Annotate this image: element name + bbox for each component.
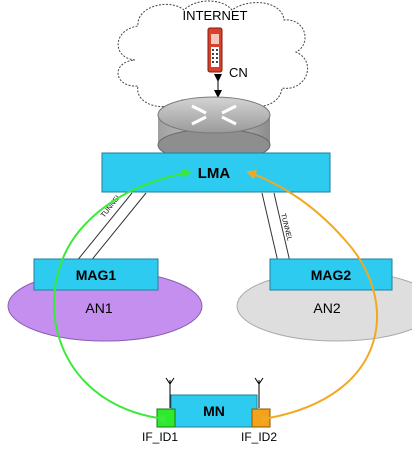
binding-arrow-orange — [246, 170, 378, 425]
mag2-label: MAG2 — [311, 267, 352, 283]
interface-2 — [251, 408, 271, 428]
mn-label: MN — [203, 403, 225, 419]
lma-box — [101, 152, 331, 193]
tunnel-right-label: TUNNEL — [279, 213, 293, 242]
router-icon — [157, 96, 271, 162]
cn-label: CN — [229, 65, 248, 80]
mag1-label: MAG1 — [76, 267, 117, 283]
internet-label: INTERNET — [183, 8, 248, 23]
binding-arrow-green — [53, 168, 192, 425]
an2-label: AN2 — [313, 300, 340, 316]
interface-1 — [156, 408, 176, 428]
cn-phone-icon — [207, 27, 223, 73]
tunnel-right: TUNNEL — [261, 192, 293, 263]
lma-label: LMA — [198, 165, 231, 182]
an1-label: AN1 — [85, 300, 112, 316]
interface-2-label: IF_ID2 — [241, 430, 277, 444]
interface-1-label: IF_ID1 — [142, 430, 178, 444]
